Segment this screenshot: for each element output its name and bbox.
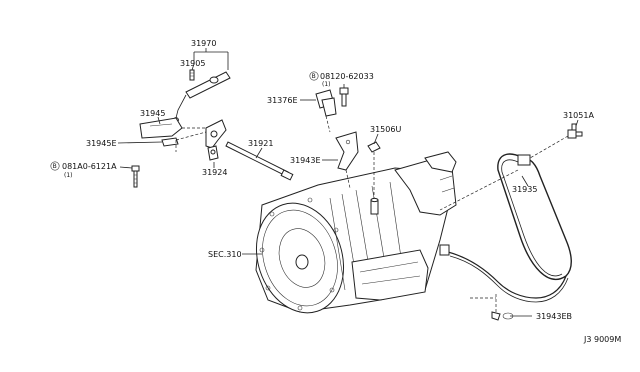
label-31921: 31921 bbox=[248, 139, 273, 148]
label-31970: 31970 bbox=[191, 39, 216, 48]
label-08120-qty: (1) bbox=[322, 81, 331, 88]
label-31945: 31945 bbox=[140, 109, 165, 118]
diagram-code: J3 9009M bbox=[583, 335, 621, 344]
label-31051a: 31051A bbox=[563, 111, 594, 120]
clip-31945e bbox=[161, 137, 179, 147]
label-31943eb: 31943EB bbox=[536, 312, 572, 321]
label-sec310: SEC.310 bbox=[208, 250, 242, 259]
bolt-081a0 bbox=[131, 165, 140, 188]
bolt-symbol-08120 bbox=[309, 71, 319, 81]
seal-31506u bbox=[367, 141, 381, 153]
leader-lines bbox=[117, 48, 579, 317]
bolt-prefix-08120: B bbox=[312, 73, 316, 80]
bracket-31943e bbox=[335, 131, 359, 171]
label-081a0-qty: (1) bbox=[64, 172, 73, 179]
clip-31943eb bbox=[491, 311, 514, 321]
label-31943e: 31943E bbox=[290, 156, 321, 165]
cable-31921 bbox=[225, 141, 294, 181]
label-31935: 31935 bbox=[512, 185, 537, 194]
label-31506u: 31506U bbox=[370, 125, 401, 134]
shift-rod-31970 bbox=[173, 71, 231, 123]
label-31924: 31924 bbox=[202, 168, 227, 177]
callout-labels: 31970 31905 31945 31945E B 081A0-6121A (… bbox=[50, 39, 621, 344]
bolt-symbol-081a0 bbox=[50, 161, 60, 171]
label-31376e: 31376E bbox=[267, 96, 298, 105]
grommet-31905 bbox=[189, 69, 195, 81]
bracket-31945 bbox=[139, 117, 183, 139]
label-31905: 31905 bbox=[180, 59, 205, 68]
label-31945e: 31945E bbox=[86, 139, 117, 148]
bolt-08120 bbox=[339, 87, 349, 107]
label-08120-62033: 08120-62033 bbox=[320, 72, 374, 81]
lever-31924 bbox=[205, 119, 227, 161]
transmission-assembly bbox=[255, 151, 457, 314]
bracket-31376e bbox=[315, 89, 337, 117]
bolt-prefix-081a0: B bbox=[53, 163, 57, 170]
harness-31935 bbox=[439, 153, 572, 303]
label-081a0-6121a: 081A0-6121A bbox=[62, 162, 117, 171]
sensor-31051a bbox=[567, 123, 583, 139]
